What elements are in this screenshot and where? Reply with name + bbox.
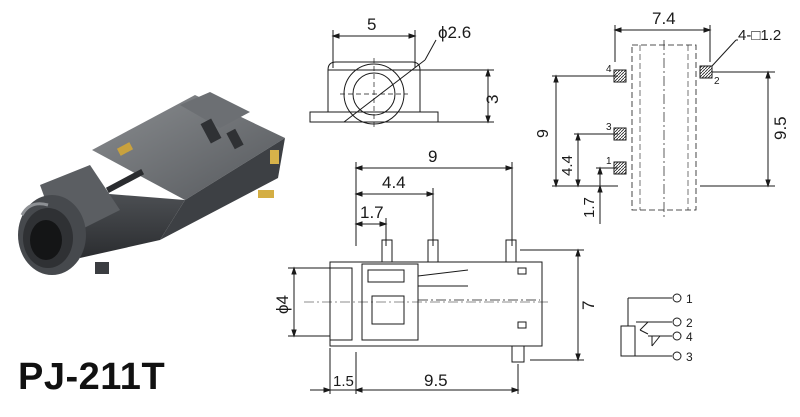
footprint-pads xyxy=(613,65,713,175)
pad-label-4: 4 xyxy=(606,64,612,75)
product-photo xyxy=(18,92,285,275)
schematic-pin-3: 3 xyxy=(686,350,693,364)
front-diameter-dim: ϕ2.6 xyxy=(438,23,471,42)
side-first-pin-dim: 1.7 xyxy=(360,203,384,222)
side-view xyxy=(288,162,584,394)
footprint-width-dim: 7.4 xyxy=(652,9,676,28)
model-title: PJ-211T xyxy=(18,356,166,398)
side-body-dim: 9.5 xyxy=(424,371,448,390)
pad-label-3: 3 xyxy=(606,122,612,133)
front-height-dim: 3 xyxy=(483,95,502,104)
side-height-dim: 7 xyxy=(579,301,598,310)
pad-label-2: 2 xyxy=(714,76,720,87)
side-length-dim: 9 xyxy=(428,147,437,166)
footprint-height-left-dim: 9 xyxy=(535,129,552,138)
schematic-pin-4: 4 xyxy=(686,330,693,344)
schematic xyxy=(620,293,682,361)
side-diameter-dim: ϕ4 xyxy=(273,295,292,314)
footprint-pad-dim: 4-□1.2 xyxy=(738,27,781,44)
footprint-view xyxy=(552,25,775,224)
front-width-dim: 5 xyxy=(367,15,376,34)
side-nose-dim: 1.5 xyxy=(333,373,354,390)
footprint-pitch-dim: 4.4 xyxy=(559,155,576,176)
schematic-pin-1: 1 xyxy=(686,292,693,306)
pad-label-1: 1 xyxy=(606,156,612,167)
front-view xyxy=(309,30,494,128)
footprint-offset-dim: 1.7 xyxy=(581,197,598,218)
side-pin-offset-dim: 4.4 xyxy=(382,173,406,192)
schematic-pin-2: 2 xyxy=(686,316,693,330)
footprint-height-right-dim: 9.5 xyxy=(771,116,790,140)
